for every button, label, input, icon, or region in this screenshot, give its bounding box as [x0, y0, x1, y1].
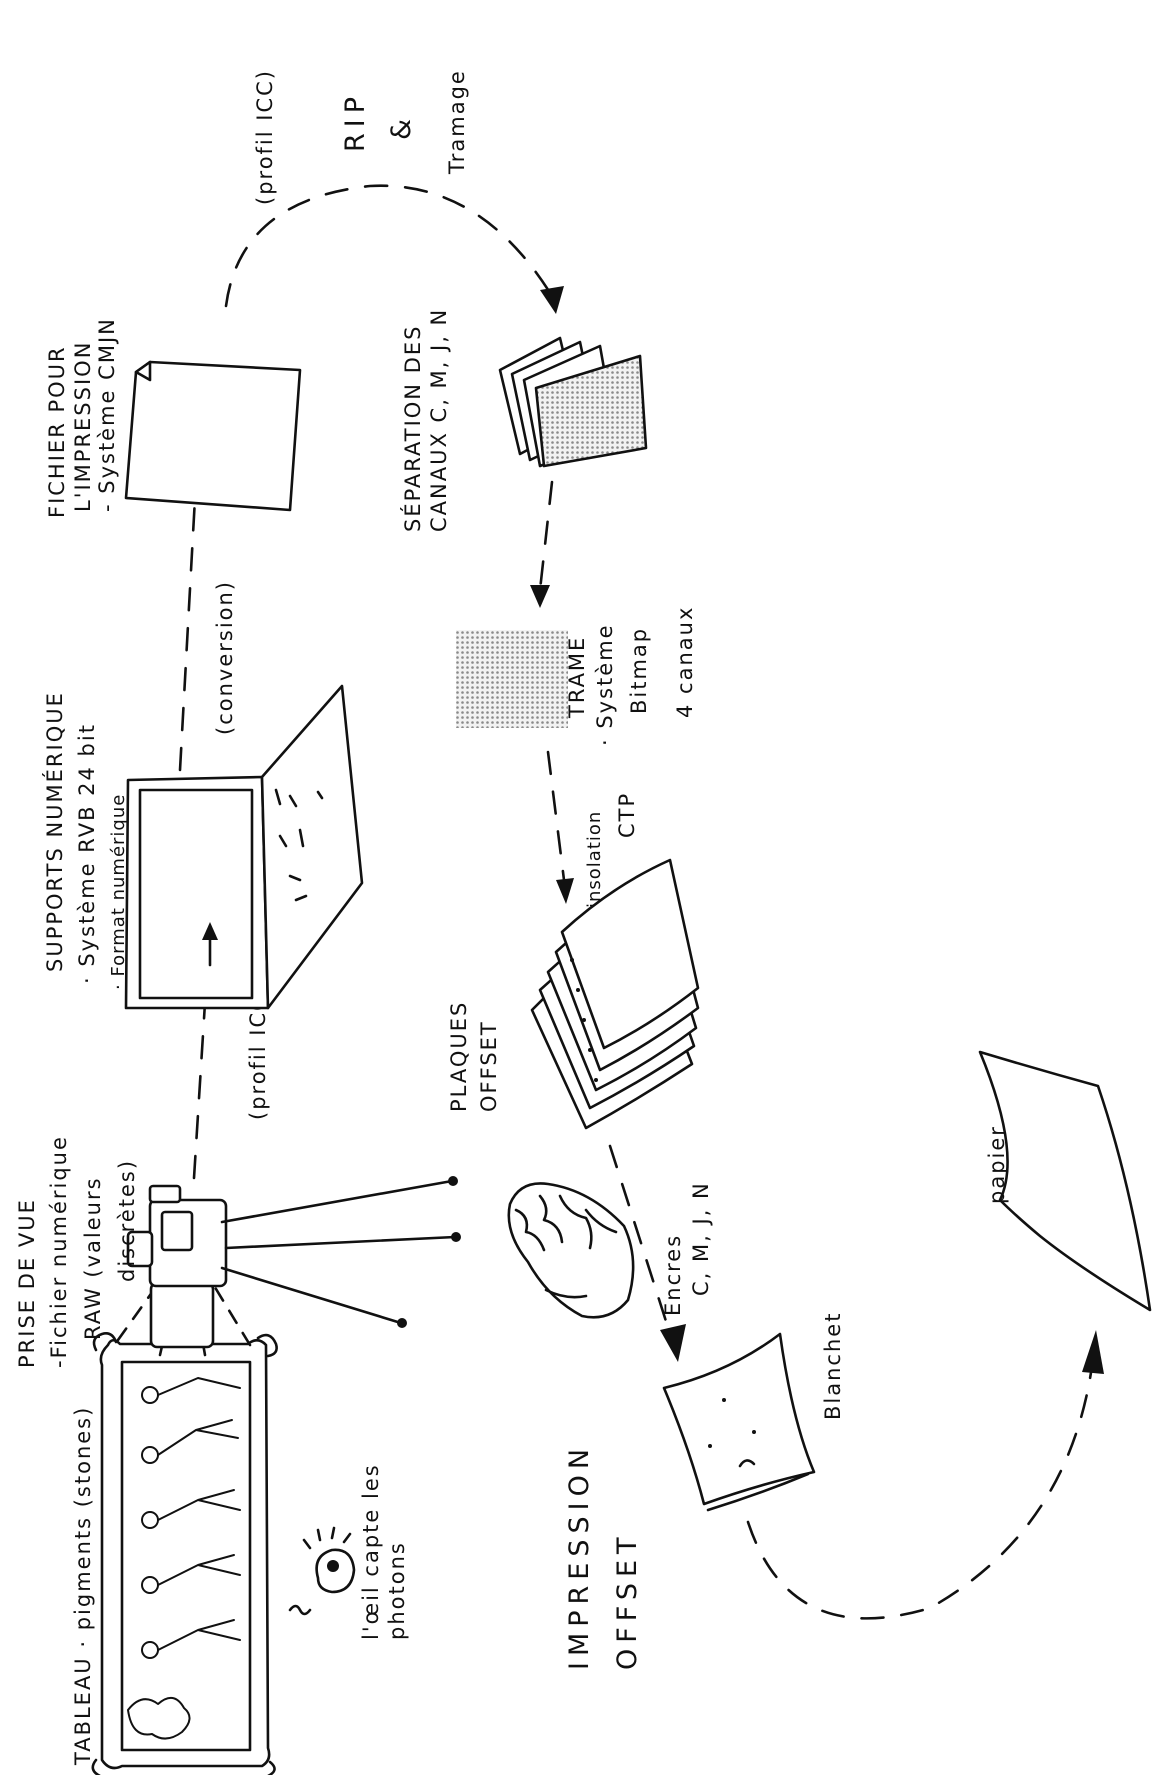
prise-title: PRISE DE VUE	[15, 1198, 39, 1368]
fichier-line-2: - Système CMJN	[95, 317, 119, 512]
impression-line-2: OFFSET	[612, 1531, 643, 1670]
oeil-label-1: l'œil capte les	[359, 1463, 383, 1640]
channel-stack-icon	[500, 338, 646, 466]
blanchet-to-papier-arrow	[748, 1366, 1092, 1618]
separation-to-trame-arrow	[540, 482, 552, 590]
laptop-to-fichier-arrow	[180, 480, 196, 770]
prise-line-2: RAW (valeurs	[81, 1176, 105, 1340]
oeil-label-2: photons	[385, 1541, 409, 1640]
laptop-icon	[126, 686, 362, 1008]
trame-to-plaques-arrow	[548, 752, 564, 880]
fichier-line-1: L'IMPRESSION	[71, 341, 95, 512]
tableau-label: TABLEAU · pigments (stones)	[71, 1406, 95, 1766]
papier-label: papier	[985, 1125, 1009, 1204]
separation-to-trame-arrowhead	[530, 585, 550, 608]
fichier-to-separation-arrowhead	[540, 286, 564, 314]
document-icon	[126, 362, 300, 510]
fichier-title: FICHIER POUR	[45, 345, 69, 518]
blanket-icon	[664, 1334, 814, 1510]
plates-stack-icon	[532, 860, 698, 1128]
plaques-line-2: OFFSET	[477, 1020, 501, 1112]
supports-line-2: · Format numérique	[108, 794, 129, 990]
tramage-label: Tramage	[445, 69, 469, 175]
camera-tripod-icon	[128, 1176, 461, 1347]
supports-line-1: · Système RVB 24 bit	[75, 723, 99, 984]
plaques-to-blanchet-arrowhead	[660, 1324, 686, 1362]
trame-line-3: 4 canaux	[673, 606, 697, 718]
encres-line-1: Encres	[661, 1234, 685, 1316]
trame-to-plaques-arrowhead	[556, 878, 574, 904]
prise-line-1: -Fichier numérique	[47, 1135, 71, 1368]
insolation-line-1: insolation	[584, 811, 605, 908]
ink-icon	[509, 1183, 633, 1317]
conversion-label: (conversion)	[213, 580, 237, 735]
trame-title: TRAME	[565, 636, 589, 719]
blanchet-to-papier-arrowhead	[1082, 1330, 1104, 1374]
impression-line-1: IMPRESSION	[564, 1443, 595, 1670]
separation-line-1: SÉPARATION DES	[400, 325, 425, 532]
trame-line-2: Bitmap	[627, 627, 651, 714]
insolation-line-2: CTP	[615, 792, 639, 838]
profil-icc-label-2: (profil ICC)	[253, 69, 277, 205]
rip-and-label: &	[386, 113, 417, 140]
rip-label: RIP	[340, 91, 371, 152]
encres-line-2: C, M, J, N	[689, 1181, 713, 1296]
separation-line-2: CANAUX C, M, J, N	[427, 308, 451, 532]
supports-title: SUPPORTS NUMÉRIQUE	[42, 691, 67, 972]
eye-tilde	[290, 1606, 310, 1614]
blanchet-label: Blanchet	[821, 1312, 845, 1420]
painting-icon	[93, 1333, 277, 1775]
halftone-screen-icon	[456, 630, 568, 728]
plaques-line-1: PLAQUES	[447, 1001, 471, 1112]
prise-line-3: discrètes)	[115, 1159, 139, 1282]
eye-icon	[304, 1528, 354, 1592]
trame-line-1: · Système	[593, 623, 617, 746]
